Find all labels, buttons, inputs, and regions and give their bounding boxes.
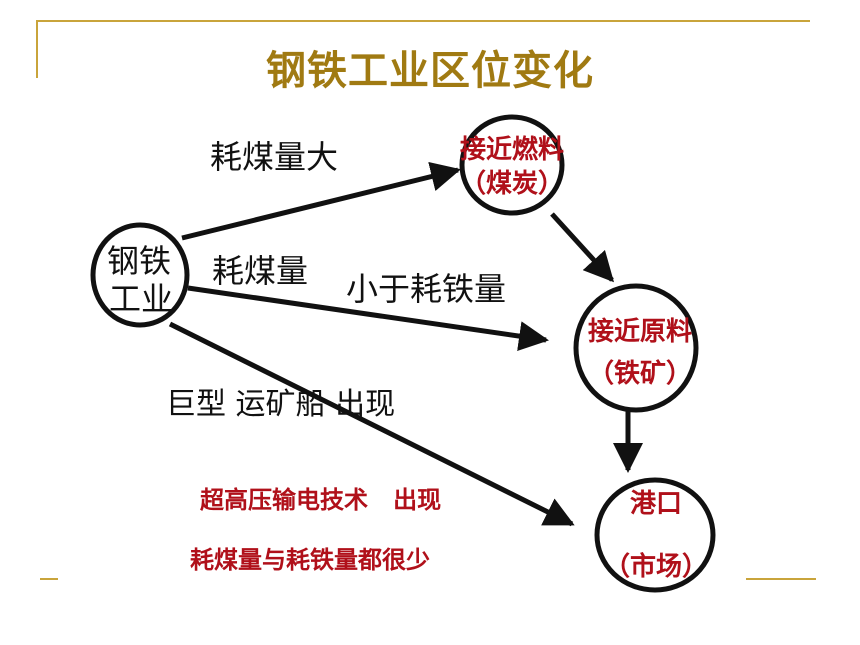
steel-label-line1: 钢铁 xyxy=(107,242,171,280)
fuel-label-line1: 接近燃料 xyxy=(460,135,564,165)
slide-title: 钢铁工业区位变化 xyxy=(266,48,594,94)
node-port xyxy=(594,477,716,593)
note-line-2: 耗煤量与耗铁量都很少 xyxy=(190,546,430,574)
node-steel-industry xyxy=(90,222,190,328)
arrow-steel-to-port xyxy=(168,321,575,527)
port-label-line2: （市场） xyxy=(604,551,708,582)
ore-label-line1: 接近原料 xyxy=(588,317,692,347)
node-near-fuel xyxy=(459,114,565,216)
ore-label-line2: （铁矿） xyxy=(588,358,692,389)
note-line-1: 超高压输电技术 出现 xyxy=(200,486,442,514)
edge-label-to-fuel: 耗煤量大 xyxy=(210,138,338,176)
bottom-left-rule xyxy=(40,578,58,580)
steel-label-line2: 工业 xyxy=(109,280,173,318)
top-rule xyxy=(36,20,810,22)
edge-label-to-ore-part2: 小于耗铁量 xyxy=(346,270,506,308)
bottom-right-rule xyxy=(746,578,816,580)
fuel-label-line2: （煤炭） xyxy=(460,169,564,199)
edge-label-to-ore-part1: 耗煤量 xyxy=(212,252,308,290)
arrow-steel-to-fuel xyxy=(181,161,461,241)
edge-label-to-port: 巨型 运矿船 出现 xyxy=(166,387,395,422)
arrow-steel-to-ore xyxy=(187,285,549,351)
node-near-ore xyxy=(573,283,699,413)
port-label-line1: 港口 xyxy=(630,489,682,519)
arrow-fuel-to-ore xyxy=(550,212,615,283)
left-rule xyxy=(36,20,38,78)
